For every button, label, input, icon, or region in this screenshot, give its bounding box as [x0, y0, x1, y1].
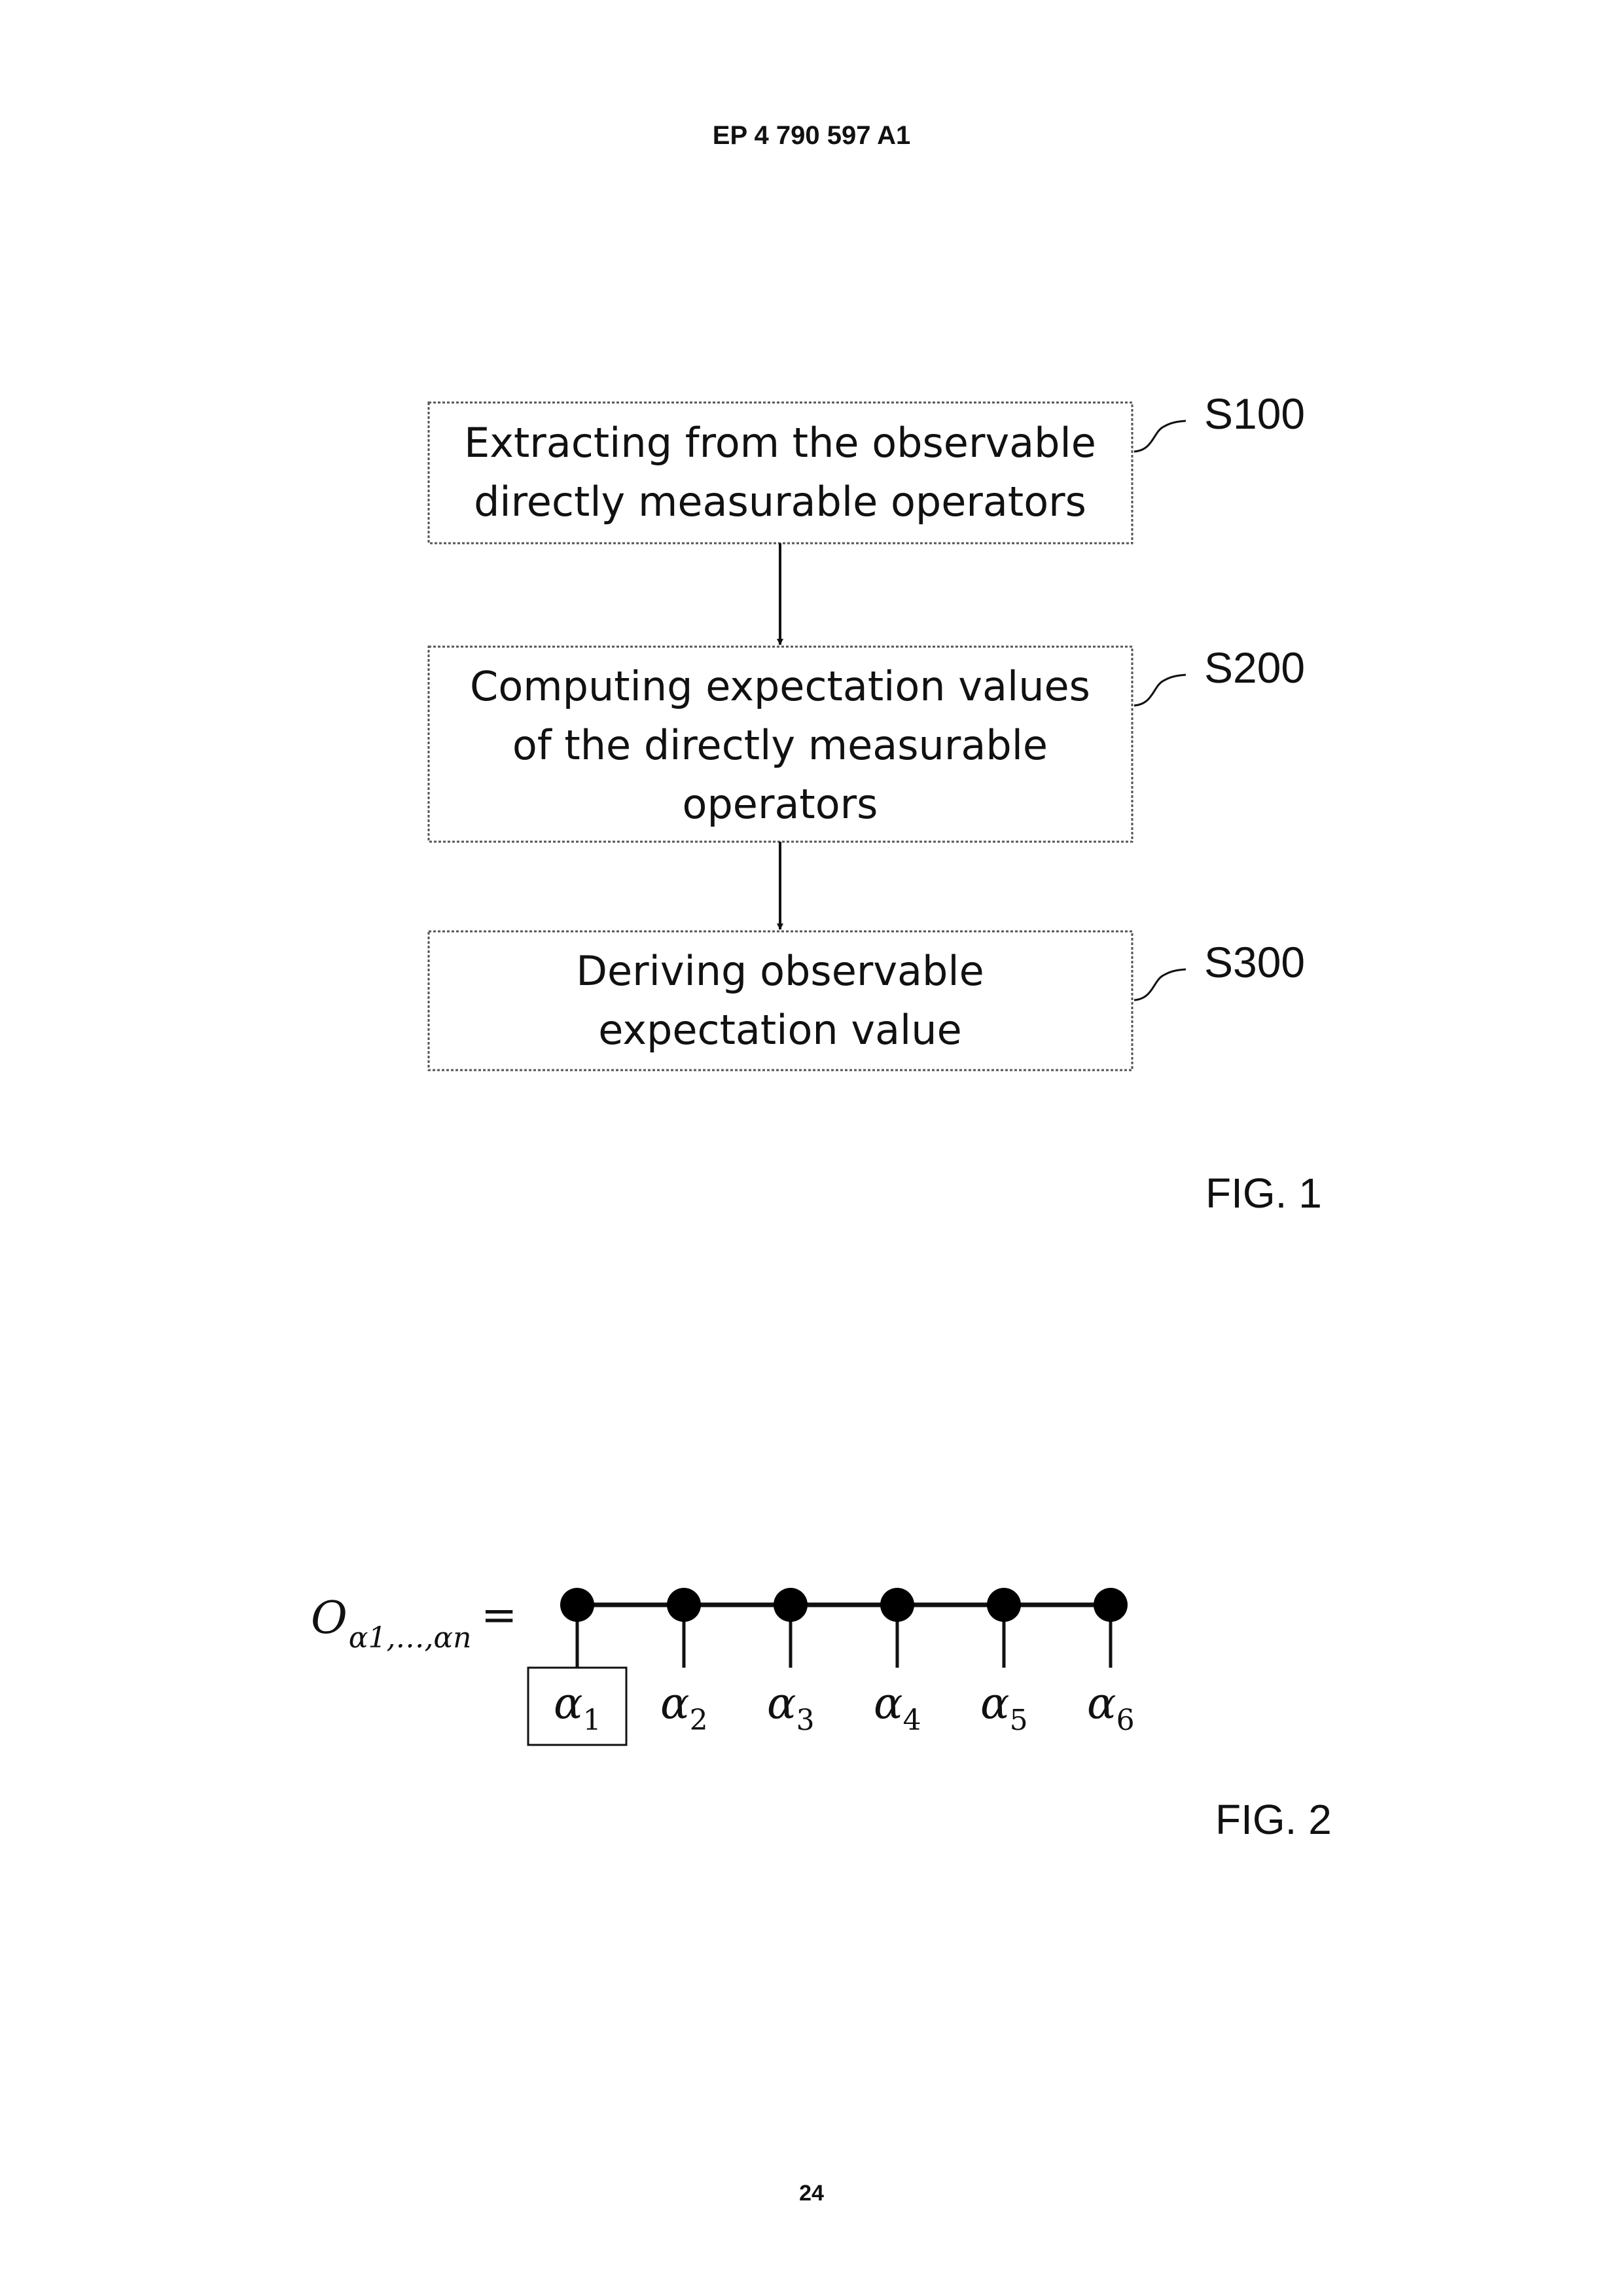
flow-step-text: of the directly measurable	[512, 721, 1048, 769]
step-reference-label: S300	[1204, 938, 1305, 986]
flow-step-text: Extracting from the observable	[464, 419, 1096, 467]
figure-caption: FIG. 1	[1205, 1170, 1322, 1217]
tensor-node	[774, 1588, 808, 1622]
site-index-label: α6	[1087, 1678, 1135, 1737]
site-subscript: 4	[903, 1704, 921, 1737]
page-number: 24	[0, 2181, 1623, 2206]
site-symbol: α	[1087, 1678, 1116, 1729]
flow-step-text: Computing expectation values	[470, 662, 1090, 710]
tensor-node	[880, 1588, 914, 1622]
site-index-label: α2	[660, 1678, 708, 1737]
site-symbol: α	[554, 1678, 583, 1729]
operator-symbol: Oα1,…,αn	[311, 1592, 471, 1655]
fig1-flowchart: Extracting from the observable directly …	[429, 389, 1322, 1217]
flow-step-text: Deriving observable	[576, 947, 984, 995]
site-index-label: α1	[554, 1678, 601, 1737]
site-symbol: α	[874, 1678, 903, 1729]
site-subscript: 2	[690, 1704, 708, 1737]
tensor-node	[560, 1588, 594, 1622]
site-index-label: α4	[874, 1678, 921, 1737]
step-reference-label: S200	[1204, 643, 1305, 692]
fig2-tensor-network: Oα1,…,αn = α1α2α3α4α5α6 FIG. 2	[311, 1588, 1332, 1843]
reference-leader-line	[1134, 675, 1186, 706]
flow-step-s300: Deriving observable expectation value S3…	[429, 931, 1305, 1070]
site-symbol: α	[980, 1678, 1010, 1729]
tensor-node	[987, 1588, 1021, 1622]
tensor-site: α6	[1087, 1588, 1135, 1737]
site-symbol: α	[660, 1678, 690, 1729]
flow-step-s200: Computing expectation values of the dire…	[429, 643, 1305, 842]
tensor-site: α1	[528, 1588, 626, 1745]
equals-sign: =	[481, 1590, 517, 1640]
site-index-label: α3	[767, 1678, 815, 1737]
site-subscript: 5	[1010, 1704, 1028, 1737]
tensor-site: α3	[767, 1588, 815, 1737]
site-subscript: 1	[583, 1704, 601, 1737]
site-subscript: 3	[796, 1704, 815, 1737]
reference-leader-line	[1134, 421, 1186, 452]
reference-leader-line	[1134, 969, 1186, 1000]
flow-step-text: operators	[683, 780, 878, 828]
tensor-site: α5	[980, 1588, 1028, 1737]
site-subscript: 6	[1116, 1704, 1135, 1737]
site-index-label: α5	[980, 1678, 1028, 1737]
operator-subscript: α1,…,αn	[349, 1621, 472, 1655]
tensor-sites: α1α2α3α4α5α6	[528, 1588, 1135, 1745]
site-symbol: α	[767, 1678, 796, 1729]
flow-step-text: expectation value	[598, 1006, 961, 1054]
flow-step-s100: Extracting from the observable directly …	[429, 389, 1305, 543]
tensor-node	[667, 1588, 701, 1622]
step-reference-label: S100	[1204, 389, 1305, 438]
figure-caption: FIG. 2	[1215, 1796, 1332, 1843]
tensor-site: α4	[874, 1588, 921, 1737]
flow-step-text: directly measurable operators	[474, 478, 1086, 526]
tensor-node	[1094, 1588, 1128, 1622]
operator-letter: O	[311, 1592, 348, 1644]
tensor-site: α2	[660, 1588, 708, 1737]
